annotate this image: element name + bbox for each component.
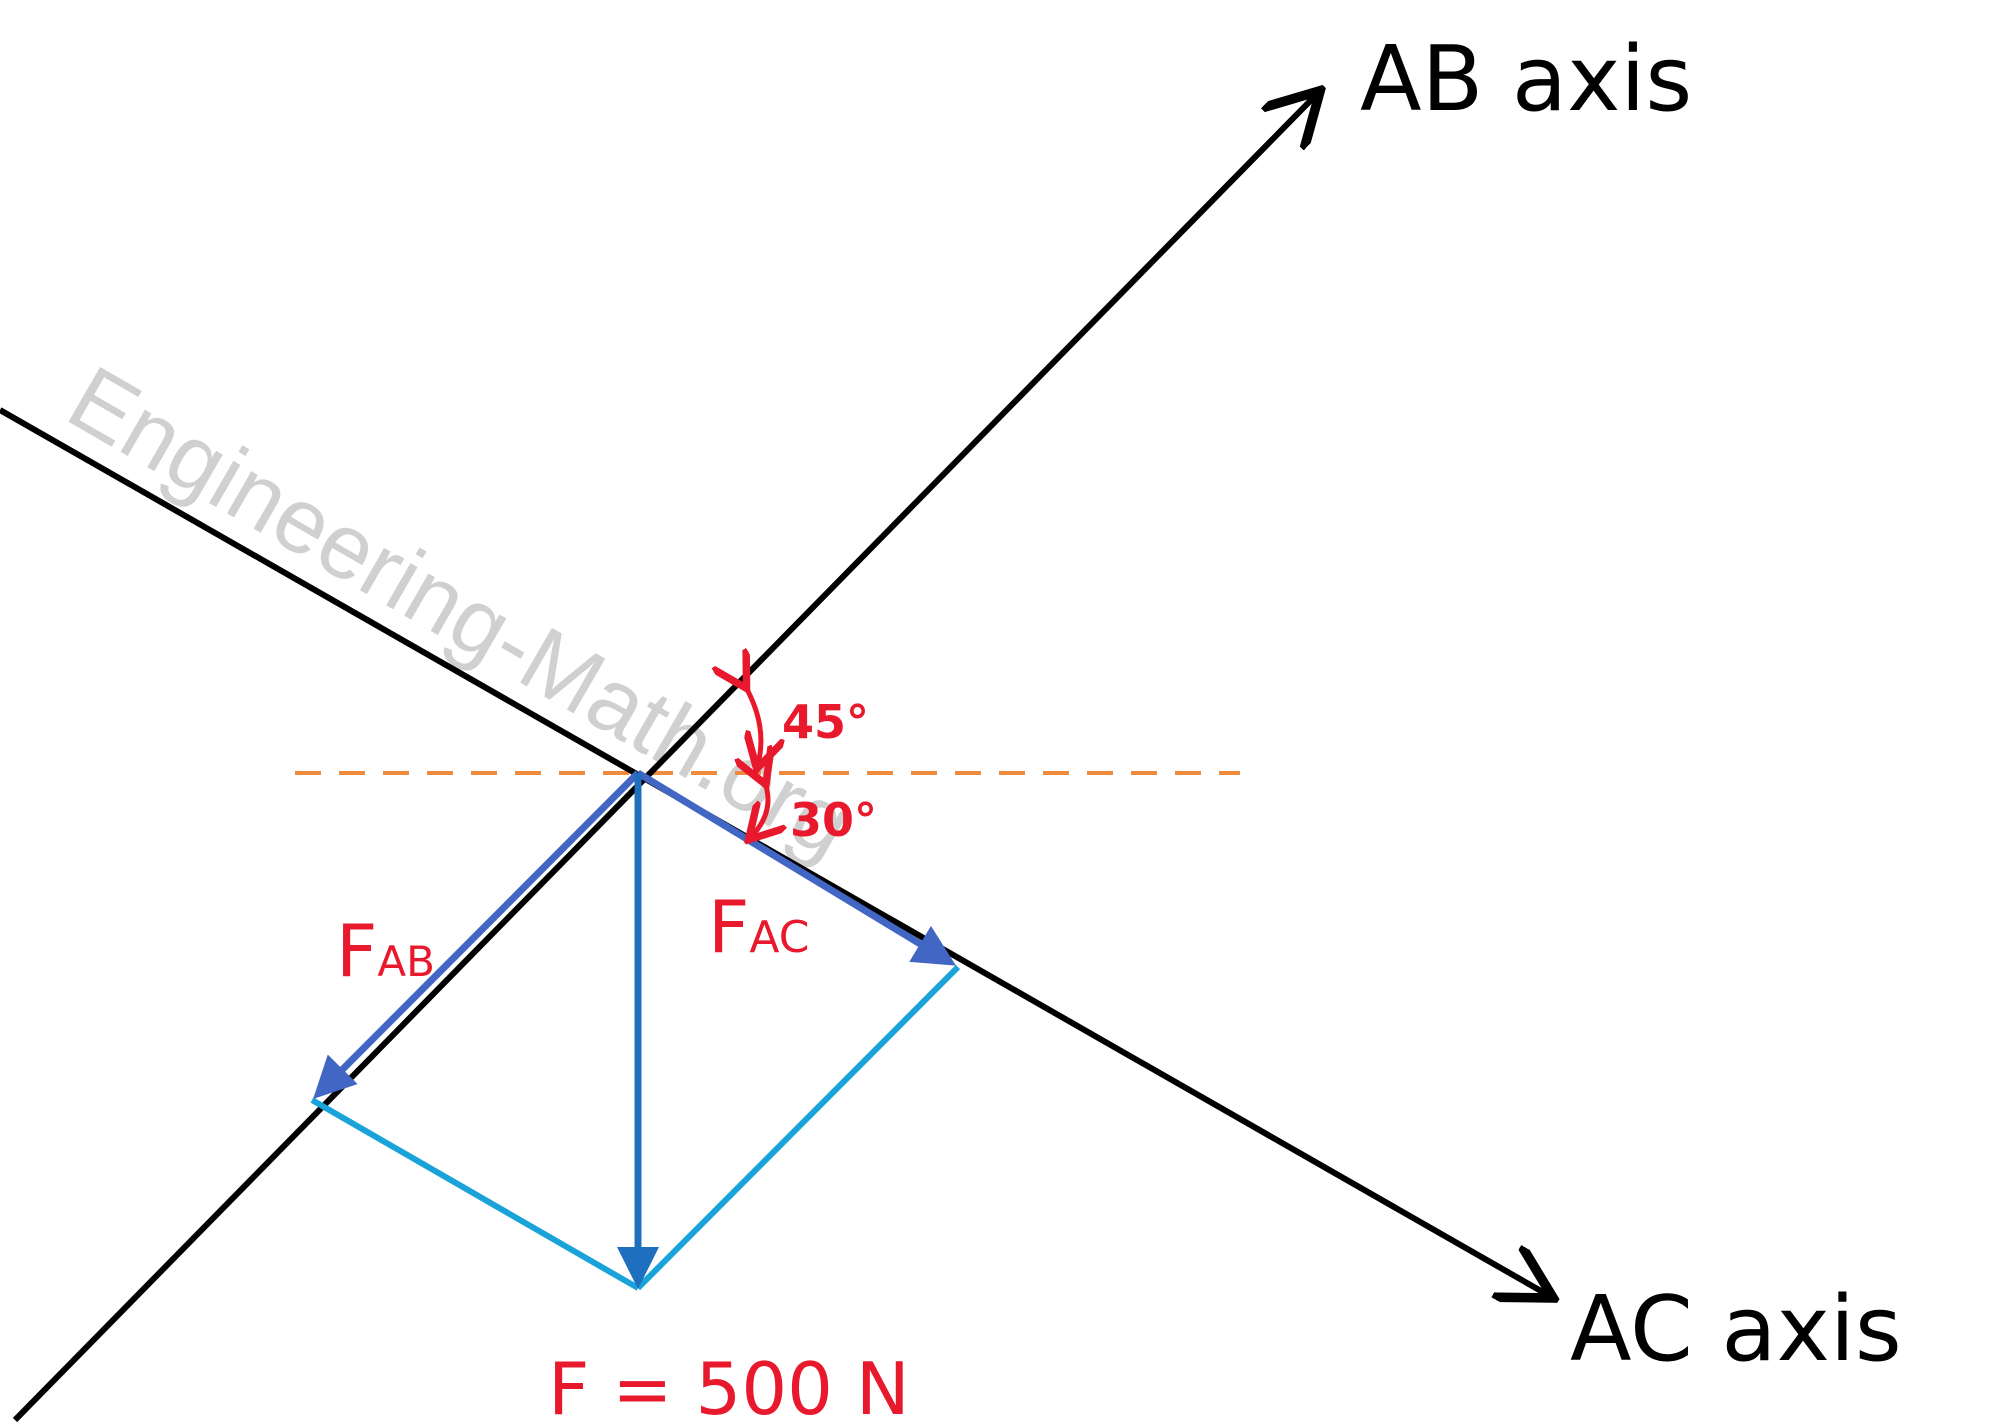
f-ab-component-vector (313, 770, 641, 1099)
angle-30-arc (752, 780, 768, 836)
parallelogram-side-left (310, 1097, 640, 1291)
ab-axis-line (12, 95, 1316, 1423)
f-ac-label: FAC (708, 885, 809, 969)
angle-45-label: 45° (782, 695, 869, 749)
force-label: F = 500 N (548, 1347, 910, 1428)
ab-axis-label: AB axis (1360, 27, 1692, 132)
f-ac-label-main: F (708, 885, 749, 969)
f-ac-component-vector (636, 770, 956, 966)
f-ab-label-sub: AB (377, 937, 435, 986)
watermark-text: Engineering-Math.org (52, 347, 869, 878)
f-ab-label-main: F (336, 909, 377, 993)
parallelogram-side-right (635, 964, 961, 1291)
ac-axis-label: AC axis (1570, 1277, 1902, 1382)
angle-30-label: 30° (790, 793, 877, 847)
f-ac-label-sub: AC (749, 912, 809, 963)
f-ab-label: FAB (336, 909, 435, 993)
